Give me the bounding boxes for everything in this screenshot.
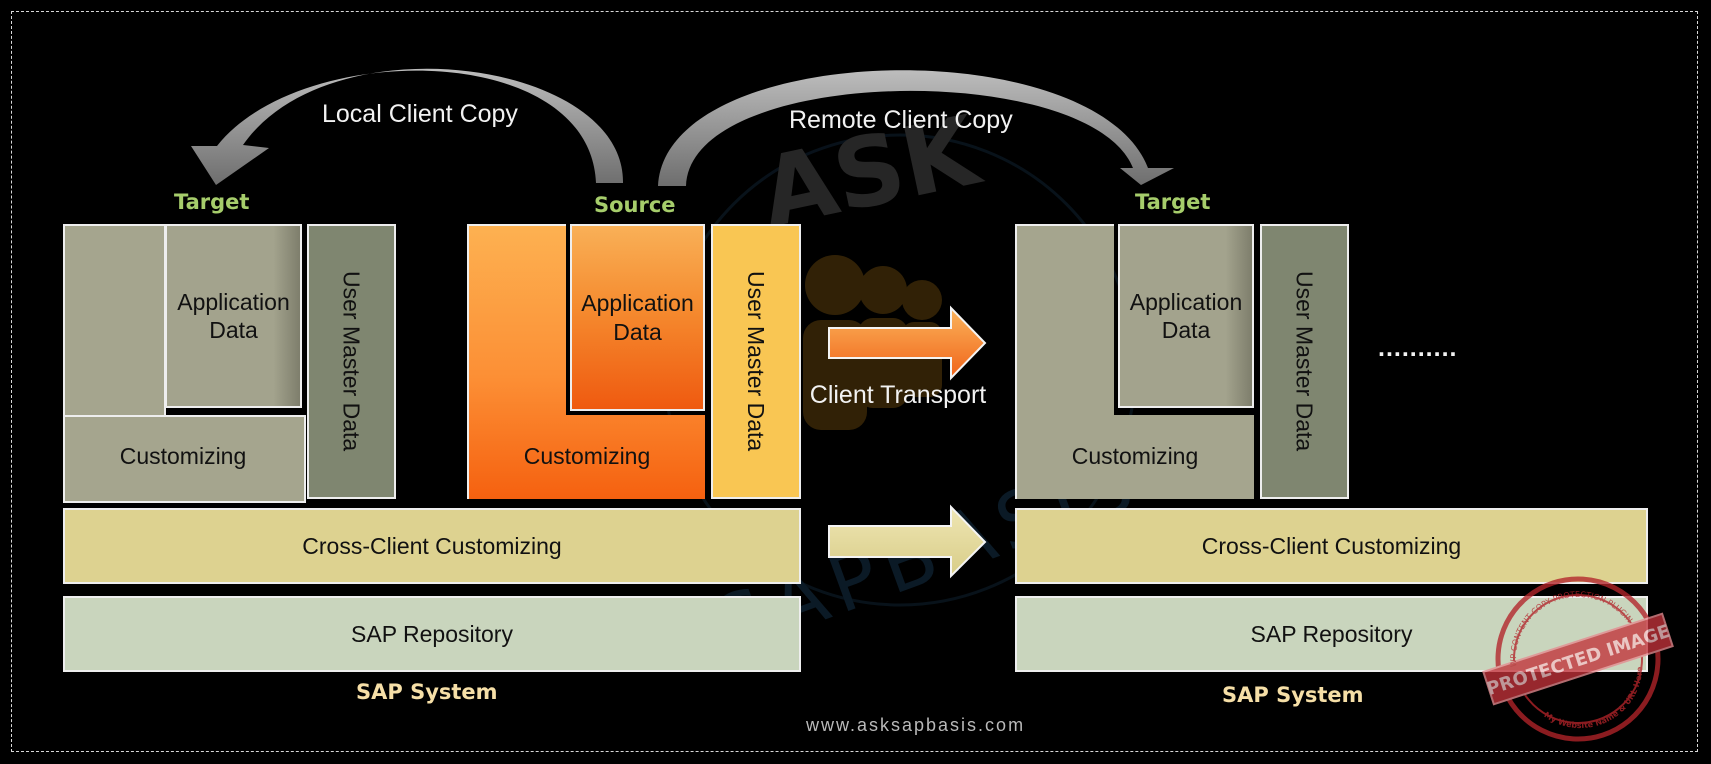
source-customizing-label: Customizing [523,442,651,469]
source-application-data: Application Data [570,224,705,411]
right-target-label: Target [1135,190,1211,214]
remote-client-copy-label: Remote Client Copy [789,106,1013,134]
local-client-copy-label: Local Client Copy [322,100,518,128]
left-customizing-block: Customizing [63,224,306,503]
footer-url: www.asksapbasis.com [806,715,1026,735]
more-systems-ellipsis: .......... [1378,334,1458,362]
right-application-data: Application Data [1118,224,1254,408]
right-system-label: SAP System [1222,683,1364,707]
remote-copy-arrow [658,70,1174,186]
right-cross-client-customizing: Cross-Client Customizing [1015,508,1648,584]
diagram-frame [11,11,1698,752]
right-customizing-label: Customizing [1071,442,1199,469]
left-cross-client-customizing: Cross-Client Customizing [63,508,801,584]
cross-client-transport-arrow [828,504,987,579]
left-application-data: Application Data [165,224,302,408]
left-user-master-data: User Master Data [307,224,396,499]
client-transport-label: Client Transport [809,381,987,409]
left-system-label: SAP System [356,680,498,704]
left-sap-repository: SAP Repository [63,596,801,672]
right-user-master-data: User Master Data [1260,224,1349,499]
client-transport-arrow [828,305,987,381]
protected-image-stamp: PROTECTED IMAGE WP CONTENT COPY PROTECTI… [1482,573,1674,743]
source-label: Source [594,193,676,217]
left-customizing-fill [65,417,160,497]
source-user-master-data: User Master Data [711,224,801,499]
left-customizing-label: Customizing [119,442,247,469]
left-target-label: Target [174,190,250,214]
